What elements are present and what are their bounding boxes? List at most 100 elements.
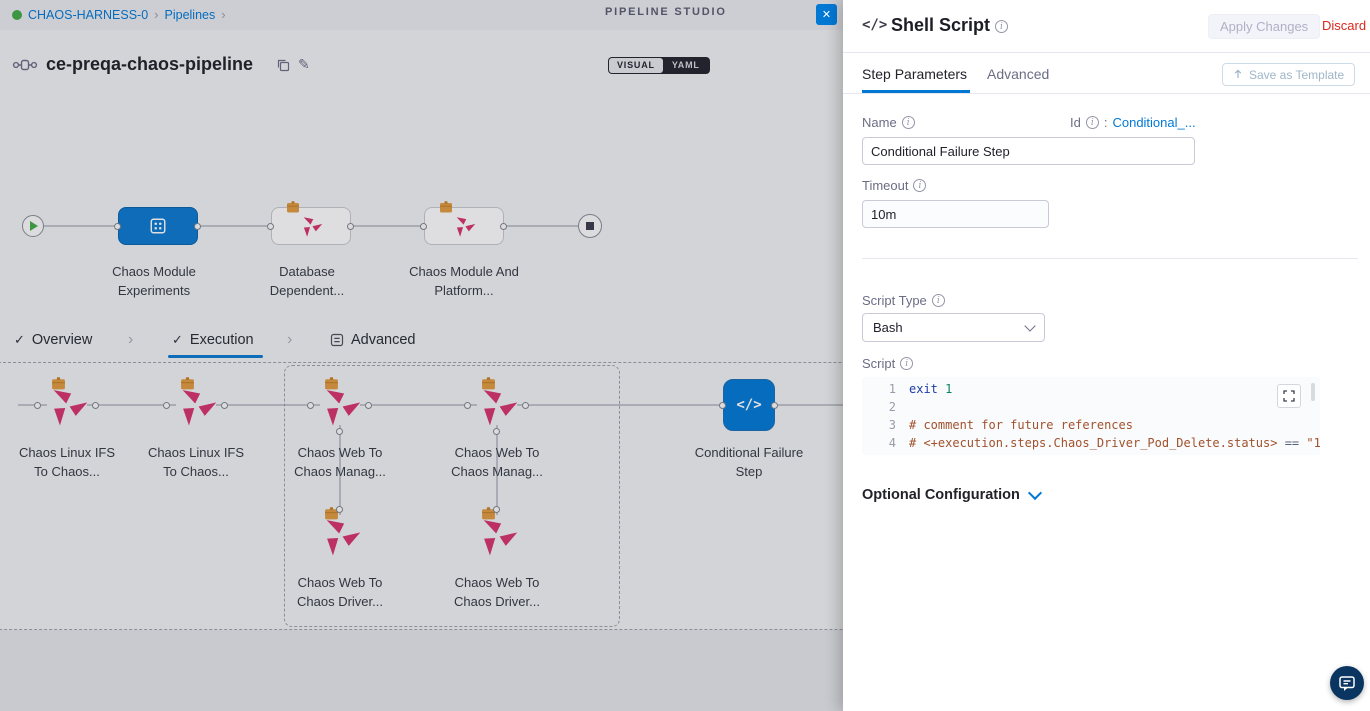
info-icon: i bbox=[901, 116, 915, 129]
link-port bbox=[365, 402, 372, 409]
step-id-row: Id i : Conditional_... bbox=[1070, 115, 1196, 130]
link-port bbox=[493, 428, 500, 435]
optional-configuration-label: Optional Configuration bbox=[862, 487, 1020, 503]
discard-button[interactable]: Discard bbox=[1322, 18, 1367, 33]
link-port bbox=[493, 506, 500, 513]
stage-node-database-dependent[interactable] bbox=[271, 207, 351, 245]
chevron-right-icon: › bbox=[287, 331, 293, 348]
drawer-title: Shell Script bbox=[891, 15, 991, 35]
stage-label: Chaos Module And Platform... bbox=[409, 264, 519, 298]
tab-advanced[interactable]: Advanced bbox=[987, 66, 1050, 82]
code-token: 1 bbox=[937, 382, 953, 396]
exec-node-conditional-failure-step[interactable]: </> bbox=[723, 379, 775, 431]
line-number: 2 bbox=[888, 400, 896, 414]
code-line: 3 # comment for future references bbox=[862, 416, 1320, 434]
code-token: "1 bbox=[1306, 436, 1320, 450]
line-number: 4 bbox=[888, 436, 896, 450]
fullscreen-icon bbox=[1283, 390, 1295, 402]
line-number: 3 bbox=[888, 418, 896, 432]
pipeline-start-node[interactable] bbox=[22, 215, 44, 237]
code-line: 1 exit 1 bbox=[862, 380, 1320, 398]
name-field-label: Name i bbox=[862, 115, 915, 130]
breadcrumb-pipelines-link[interactable]: Pipelines bbox=[164, 7, 216, 22]
timeout-input[interactable] bbox=[863, 201, 1048, 227]
check-icon: ✓ bbox=[14, 332, 25, 347]
save-as-template-label: Save as Template bbox=[1249, 67, 1345, 82]
toggle-visual[interactable]: VISUAL bbox=[609, 58, 663, 73]
id-colon: : bbox=[1103, 115, 1108, 130]
breadcrumb-org-link[interactable]: CHAOS-HARNESS-0 bbox=[28, 7, 149, 22]
exec-node-label: Conditional Failure Step bbox=[694, 445, 804, 479]
script-type-label-text: Script Type bbox=[862, 293, 927, 308]
tab-execution-label: Execution bbox=[189, 332, 254, 348]
apply-changes-button[interactable]: Apply Changes bbox=[1208, 14, 1321, 39]
edit-icon[interactable]: ✎ bbox=[298, 56, 310, 72]
execution-connectors bbox=[18, 404, 843, 515]
info-icon: i bbox=[995, 20, 1008, 33]
info-icon: i bbox=[913, 179, 927, 192]
code-token: # <+execution.steps.Chaos_Driver_Pod_Del… bbox=[909, 436, 1285, 450]
link-port bbox=[307, 402, 314, 409]
active-tab-underline bbox=[168, 355, 263, 358]
tab-overview-label: Overview bbox=[31, 332, 93, 348]
tab-advanced[interactable]: Advanced bbox=[330, 332, 416, 348]
code-line: 2 bbox=[862, 398, 1320, 416]
step-id-link[interactable]: Conditional_... bbox=[1112, 115, 1196, 130]
line-number: 1 bbox=[888, 382, 896, 396]
link-port bbox=[347, 223, 354, 230]
code-line: 4 # <+execution.steps.Chaos_Driver_Pod_D… bbox=[862, 434, 1320, 452]
tab-execution[interactable]: ✓ Execution bbox=[172, 332, 254, 348]
pipeline-end-node[interactable] bbox=[578, 214, 602, 238]
link-port bbox=[221, 402, 228, 409]
tab-overview[interactable]: ✓ Overview bbox=[14, 332, 92, 348]
pipeline-studio-label: PIPELINE STUDIO bbox=[605, 6, 727, 18]
help-chat-button[interactable] bbox=[1330, 666, 1364, 700]
execution-group-container bbox=[0, 362, 843, 630]
breadcrumb: CHAOS-HARNESS-0 › Pipelines › bbox=[12, 7, 226, 22]
exec-node-label: Chaos Linux IFS To Chaos... bbox=[18, 445, 116, 479]
script-type-field-label: Script Type i bbox=[862, 293, 945, 308]
timeout-field-label: Timeout i bbox=[862, 178, 927, 193]
modal-overlay bbox=[0, 0, 843, 711]
name-label-text: Name bbox=[862, 115, 897, 130]
stage-node-chaos-module-platform[interactable] bbox=[424, 207, 504, 245]
code-token: exit bbox=[909, 382, 938, 396]
visual-yaml-toggle[interactable]: VISUAL YAML bbox=[608, 57, 710, 74]
info-icon: i bbox=[931, 294, 945, 307]
chevron-down-icon bbox=[1024, 320, 1036, 332]
stop-icon bbox=[586, 222, 594, 230]
step-config-drawer: </> Shell Script i Apply Changes Discard… bbox=[843, 0, 1370, 711]
script-code-editor[interactable]: 1 exit 1 2 3 # comment for future refere… bbox=[862, 377, 1320, 455]
link-port bbox=[194, 223, 201, 230]
tab-step-parameters[interactable]: Step Parameters bbox=[862, 66, 968, 82]
optional-configuration-toggle[interactable]: Optional Configuration bbox=[862, 485, 1042, 503]
expand-editor-button[interactable] bbox=[1277, 384, 1301, 408]
shell-script-icon: </> bbox=[862, 17, 888, 33]
stage-graph: Chaos Module Experiments Database Depend… bbox=[0, 72, 843, 325]
script-label-text: Script bbox=[862, 356, 896, 371]
active-tab-underline bbox=[862, 90, 970, 93]
script-type-value: Bash bbox=[873, 320, 903, 335]
save-as-template-button[interactable]: Save as Template bbox=[1222, 63, 1356, 86]
id-label-text: Id bbox=[1070, 115, 1081, 130]
shell-script-icon: </> bbox=[736, 397, 762, 413]
close-drawer-button[interactable]: ✕ bbox=[816, 4, 837, 25]
link-port bbox=[464, 402, 471, 409]
link-port bbox=[420, 223, 427, 230]
info-icon: i bbox=[1085, 116, 1099, 129]
chevron-down-icon bbox=[1027, 485, 1042, 501]
script-type-select[interactable]: Bash bbox=[862, 313, 1045, 342]
tab-advanced-label: Advanced bbox=[351, 332, 416, 348]
link-port bbox=[267, 223, 274, 230]
timeout-field bbox=[862, 200, 1049, 228]
stage-label: Database Dependent... bbox=[269, 264, 345, 298]
editor-scrollbar[interactable] bbox=[1311, 383, 1315, 401]
exec-node-label: Chaos Web To Chaos Manag... bbox=[451, 445, 543, 479]
exec-node-label: Chaos Web To Chaos Driver... bbox=[297, 575, 383, 609]
name-input[interactable] bbox=[862, 137, 1195, 165]
code-token: == bbox=[1284, 436, 1307, 450]
upload-icon bbox=[1233, 69, 1243, 80]
toggle-yaml[interactable]: YAML bbox=[671, 60, 700, 70]
pipeline-studio: CHAOS-HARNESS-0 › Pipelines › PIPELINE S… bbox=[0, 0, 843, 711]
info-icon: i bbox=[900, 357, 914, 370]
